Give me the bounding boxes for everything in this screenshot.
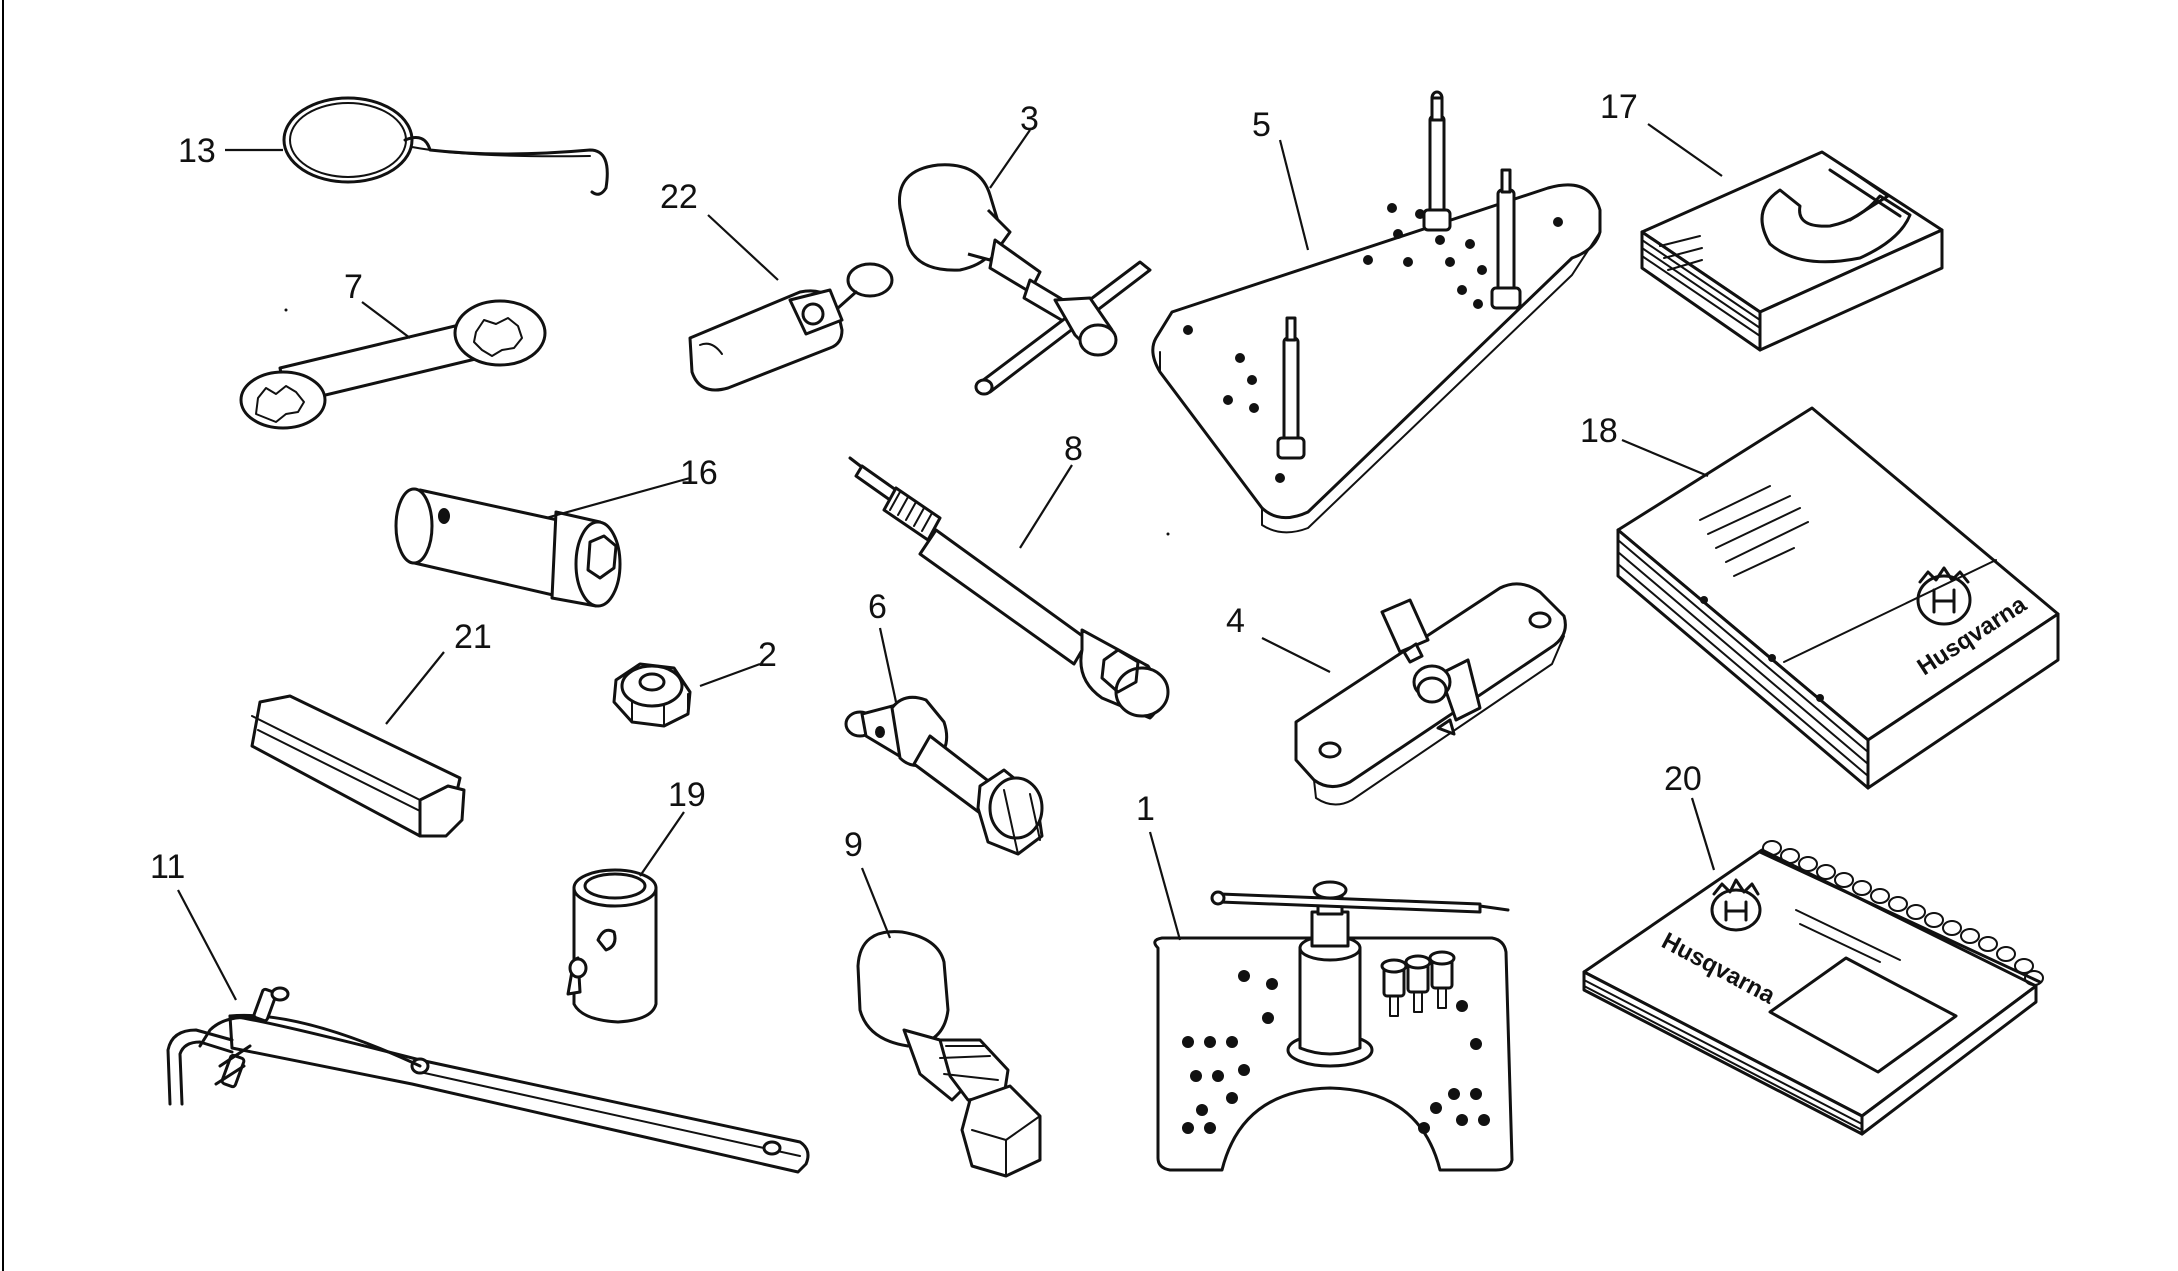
callout-9: 9 — [844, 826, 863, 864]
husqvarna-crown-logo — [1710, 878, 1762, 932]
leader-8 — [1019, 464, 1073, 549]
left-border — [2, 0, 4, 1271]
speckle — [284, 308, 288, 312]
part-3-t-handle-puller — [897, 163, 1152, 396]
leader-17 — [1647, 123, 1723, 177]
leader-4 — [1261, 637, 1331, 673]
leader-21 — [385, 651, 445, 725]
leader-9 — [860, 867, 892, 939]
callout-17: 17 — [1600, 88, 1638, 126]
leader-16 — [545, 476, 691, 520]
part-2-nut — [612, 662, 692, 728]
callout-13: 13 — [178, 132, 216, 170]
part-11-holding-tool — [166, 986, 810, 1174]
callout-8: 8 — [1064, 430, 1083, 468]
leader-18 — [1621, 438, 1709, 478]
part-7-ring-spanner — [239, 299, 547, 430]
callout-1: 1 — [1136, 790, 1155, 828]
callout-3: 3 — [1020, 100, 1039, 138]
callout-2: 2 — [758, 636, 777, 674]
part-13-ring-hook — [282, 96, 609, 196]
part-16-box-spanner — [394, 487, 622, 608]
callout-11: 11 — [150, 848, 185, 886]
part-18-workshop-manual: Husqvarna — [1616, 406, 2060, 790]
part-22-key-fob — [688, 262, 894, 392]
part-6-stepped-bolt — [844, 695, 1044, 856]
leader-22 — [707, 214, 779, 281]
callout-4: 4 — [1226, 602, 1245, 640]
husqvarna-crown-logo — [1916, 566, 1972, 626]
part-17-booklet — [1640, 150, 1944, 352]
leader-19 — [639, 811, 685, 877]
part-5-stud-plate — [1151, 90, 1602, 534]
callout-16: 16 — [680, 454, 718, 492]
leader-7 — [361, 301, 411, 339]
callout-21: 21 — [454, 618, 492, 656]
part-4-alignment-bracket — [1294, 582, 1567, 806]
speckle — [1166, 532, 1170, 536]
callout-20: 20 — [1664, 760, 1702, 798]
leader-6 — [878, 627, 898, 703]
part-1-press-plate — [1153, 880, 1514, 1172]
part-20-spiral-notebook: Husqvarna — [1582, 840, 2044, 1136]
leader-3 — [989, 129, 1031, 189]
leader-20 — [1690, 797, 1716, 871]
leader-11 — [177, 889, 237, 1001]
callout-5: 5 — [1252, 106, 1271, 144]
leader-2 — [699, 662, 761, 688]
callout-19: 19 — [668, 776, 706, 814]
leader-1 — [1148, 831, 1182, 941]
callout-7: 7 — [344, 268, 363, 306]
part-21-hex-bar — [250, 694, 466, 838]
part-8-long-drift — [848, 456, 1170, 720]
part-19-sleeve — [566, 868, 658, 1024]
part-9-drift-bolt — [856, 930, 1042, 1178]
callout-18: 18 — [1580, 412, 1618, 450]
callout-6: 6 — [868, 588, 887, 626]
callout-22: 22 — [660, 178, 698, 216]
leader-5 — [1278, 139, 1310, 251]
